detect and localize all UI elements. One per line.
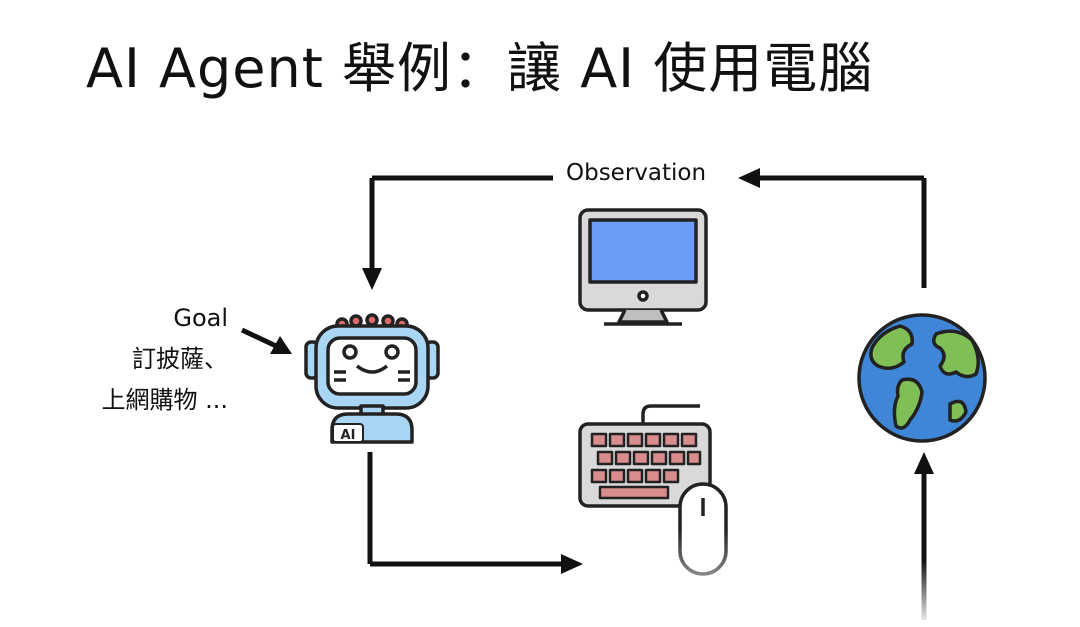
goal-label: Goal [173,304,228,332]
action-arrowhead-right [561,554,583,574]
slide-title: AI Agent 舉例：讓 AI 使用電腦 [86,37,874,100]
observation-arrow [369,175,927,288]
robot-badge: AI [341,428,356,443]
goal-line-1: 訂披薩、 [132,345,228,373]
globe-icon [857,313,987,443]
arrow-fade [900,560,950,627]
goal-arrowhead [270,336,292,354]
robot-icon [304,313,440,444]
observation-label: Observation [566,160,707,186]
goal-arrow [240,327,278,349]
observation-arrowhead-left [738,168,760,188]
bottom-fade [660,530,750,627]
monitor-icon [578,208,708,326]
keyboard-icon [578,404,712,508]
goal-block: Goal 訂披薩、 上網購物 ... [101,298,228,421]
action-arrow [367,452,563,567]
environment-arrowhead-up [914,452,934,474]
observation-arrowhead-down [362,268,382,290]
goal-line-2: 上網購物 ... [101,386,228,414]
